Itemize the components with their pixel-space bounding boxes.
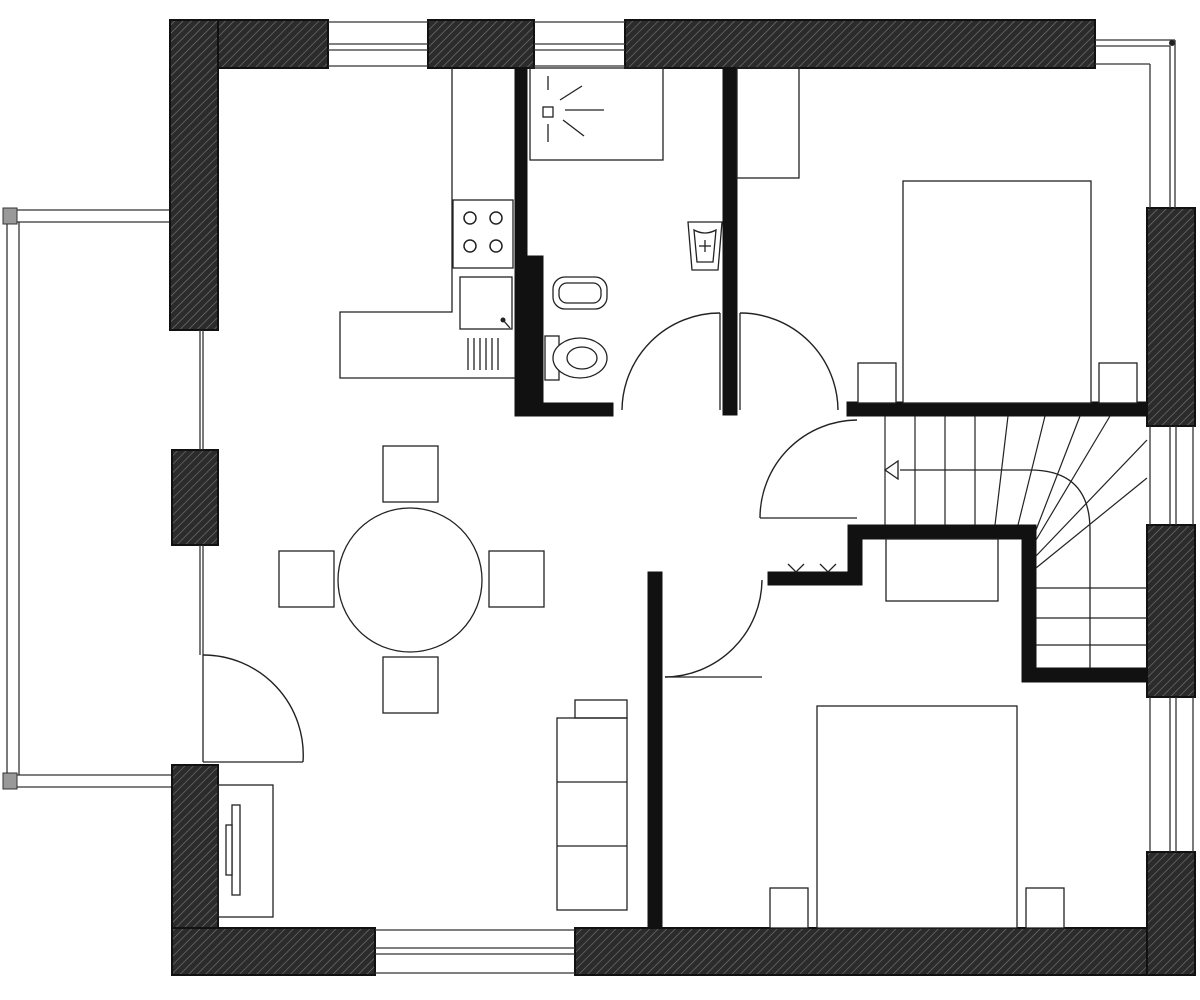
stair-direction-arrow-icon [883,459,899,481]
chair-right [488,550,545,608]
door-bathroom[interactable] [621,312,721,411]
chair-top [382,445,439,503]
exterior-walls [169,19,1196,976]
nightstand-top-left [857,362,897,404]
double-bed-bottom [816,705,1018,929]
shower-icon [529,67,664,161]
wall-stair-side [1021,524,1037,683]
wall-left-upper [169,19,219,331]
door-balcony[interactable] [202,654,304,763]
window-corner-top-right [1095,39,1176,208]
nightstand-bottom-right [1025,887,1065,929]
bedroom-bottom [769,538,1065,929]
chair-bottom [382,656,439,714]
wardrobe-bottom [885,538,999,602]
wall-right-mid [1146,524,1196,698]
living-dining [217,445,628,918]
cabinet [217,784,274,918]
wall-bath-right-lower [722,312,738,416]
wall-bottom-right [574,927,1196,976]
window-top-1 [328,21,428,67]
drainboard-icon [467,338,499,370]
toilet-icon [544,335,608,381]
double-bed-top [902,180,1092,404]
washbasin-icon [687,221,723,271]
wall-bath-bottom [514,402,614,417]
wall-right-lower [1146,851,1196,976]
wall-bath-left-upper [514,67,528,259]
bedroom-top [736,67,1138,404]
window-bottom [375,929,575,974]
wall-stair-bottom [1021,667,1148,683]
kitchen [339,68,515,379]
wall-stair-lower-a [847,524,1034,540]
stove-icon [452,199,514,269]
doors [202,312,858,763]
balcony-railing [2,207,172,790]
wall-top-right [624,19,1096,69]
wall-living-bedroom [647,571,663,929]
wall-top-mid [427,19,535,69]
wall-bottom-left [171,927,376,976]
door-stair-hall[interactable] [759,419,858,519]
windows [199,21,1194,974]
window-top-2 [534,21,625,67]
wall-left-pier [171,449,219,546]
staircase [883,415,1148,668]
sofa [556,699,628,911]
dining-table [337,507,483,653]
wall-bath-right-upper [722,67,738,314]
coat-hooks-icon [787,563,837,573]
stair-walkline [900,469,1091,668]
wall-stair-lower-c [767,571,863,586]
window-right-bedroom [1149,697,1194,852]
chair-left [278,550,335,608]
bathroom [529,67,723,381]
window-right-stair [1149,426,1194,525]
kitchen-counter [339,68,515,379]
window-left-upper [199,330,204,450]
wardrobe [736,67,800,179]
nightstand-top-right [1098,362,1138,404]
wall-bedroom-stair [846,401,1148,417]
kitchen-sink-icon [459,276,513,330]
nightstand-bottom-left [769,887,809,929]
balcony-door-frame [199,545,204,655]
wall-bath-left-lower [514,255,544,417]
door-bedroom-top[interactable] [739,312,839,411]
wall-right-upper [1146,207,1196,427]
interior-walls [514,67,1148,929]
bidet-icon [552,276,608,310]
door-bedroom-bottom[interactable] [664,579,763,678]
